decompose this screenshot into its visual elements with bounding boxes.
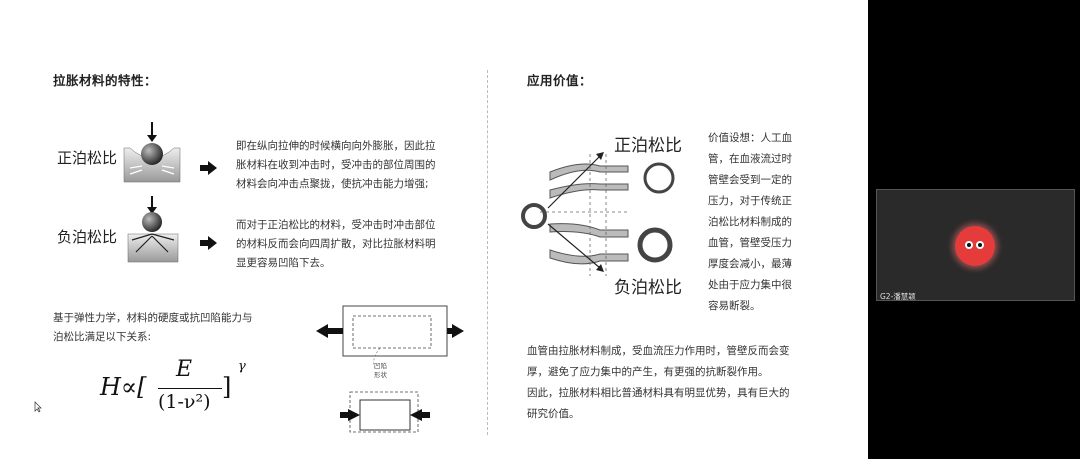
avatar-eye-icon bbox=[976, 241, 984, 249]
text-line: 厚度会减小，最薄 bbox=[708, 258, 792, 270]
conclusion-text: 血管由拉胀材料制成，受血流压力作用时，管壁反而会变 厚，避免了应力集中的产生，有… bbox=[527, 341, 790, 425]
text-line: 厚，避免了应力集中的产生，有更强的抗断裂作用。 bbox=[527, 366, 769, 378]
formula-exponent: γ bbox=[238, 359, 246, 374]
text-line: 凹陷 bbox=[374, 362, 387, 370]
text-line: 形状 bbox=[374, 371, 387, 379]
text-line: 容易断裂。 bbox=[708, 300, 761, 312]
presentation-slide: 拉胀材料的特性： 正泊松比 即在纵向拉伸的时候横向向外膨胀，因此拉 胀材料在收到… bbox=[0, 0, 868, 459]
text-line: 泊松比满足以下关系: bbox=[53, 331, 152, 343]
text-line: 价值设想：人工血 bbox=[708, 132, 792, 144]
pos-poisson-label: 正泊松比 bbox=[57, 149, 118, 167]
arrow-right-icon bbox=[200, 236, 217, 250]
mouse-cursor-icon bbox=[34, 401, 42, 413]
formula-lhs: H∝[ bbox=[100, 373, 147, 401]
pos-poisson-illustration bbox=[123, 122, 181, 183]
text-line: 血管由拉胀材料制成，受血流压力作用时，管壁反而会变 bbox=[527, 345, 790, 357]
fraction-bar bbox=[158, 388, 222, 389]
blood-vessel-illustration bbox=[521, 152, 675, 276]
pos-description: 即在纵向拉伸的时候横向向外膨胀，因此拉 胀材料在收到冲击时，受冲击的部位周围的 … bbox=[236, 137, 436, 194]
participant-avatar-icon bbox=[955, 226, 995, 266]
text-line: 泊松比材料制成的 bbox=[708, 216, 792, 228]
text-line: 处由于应力集中很 bbox=[708, 279, 792, 291]
text-line: 胀材料在收到冲击时，受冲击的部位周围的 bbox=[236, 159, 436, 171]
text-line: 研究价值。 bbox=[527, 408, 580, 420]
text-line: 材料会向冲击点聚拢，使抗冲击能力增强; bbox=[236, 178, 429, 190]
text-line: 因此，拉胀材料相比普通材料具有明显优势，具有巨大的 bbox=[527, 387, 790, 399]
basis-text: 基于弹性力学，材料的硬度或抗凹陷能力与 泊松比满足以下关系: bbox=[53, 309, 253, 347]
participant-name: G2-潘慧颖 bbox=[880, 292, 916, 301]
arrow-right-icon bbox=[200, 161, 217, 175]
formula-numerator: E bbox=[176, 357, 193, 382]
vessel-pos-label: 正泊松比 bbox=[614, 136, 682, 156]
neg-description: 而对于正泊松比的材料，受冲击时冲击部位 的材料反而会向四周扩散，对比拉胀材料明 … bbox=[236, 216, 436, 273]
value-text: 价值设想：人工血 管，在血液流过时 管壁会受到一定的 压力，对于传统正 泊松比材… bbox=[708, 128, 792, 317]
avatar-eye-icon bbox=[965, 241, 973, 249]
stretch-shape-diagram bbox=[316, 305, 464, 433]
column-divider bbox=[487, 70, 488, 435]
neg-poisson-label: 负泊松比 bbox=[57, 228, 118, 246]
text-line: 基于弹性力学，材料的硬度或抗凹陷能力与 bbox=[53, 312, 253, 324]
text-line: 即在纵向拉伸的时候横向向外膨胀，因此拉 bbox=[236, 140, 436, 152]
right-heading: 应用价值： bbox=[527, 73, 593, 88]
text-line: 管，在血液流过时 bbox=[708, 153, 792, 165]
text-line: 而对于正泊松比的材料，受冲击时冲击部位 bbox=[236, 219, 436, 231]
text-line: 血管，管壁受压力 bbox=[708, 237, 792, 249]
shape-label: 凹陷 形状 bbox=[374, 362, 387, 380]
formula-bracket: ] bbox=[222, 373, 232, 401]
text-line: 压力，对于传统正 bbox=[708, 195, 792, 207]
vessel-neg-label: 负泊松比 bbox=[614, 278, 682, 298]
left-heading: 拉胀材料的特性： bbox=[53, 73, 158, 88]
text-line: 管壁会受到一定的 bbox=[708, 174, 792, 186]
text-line: 的材料反而会向四周扩散，对比拉胀材料明 bbox=[236, 238, 436, 250]
formula-denominator: (1-ν²) bbox=[158, 391, 211, 413]
neg-poisson-illustration bbox=[127, 196, 179, 263]
text-line: 显更容易凹陷下去。 bbox=[236, 257, 331, 269]
